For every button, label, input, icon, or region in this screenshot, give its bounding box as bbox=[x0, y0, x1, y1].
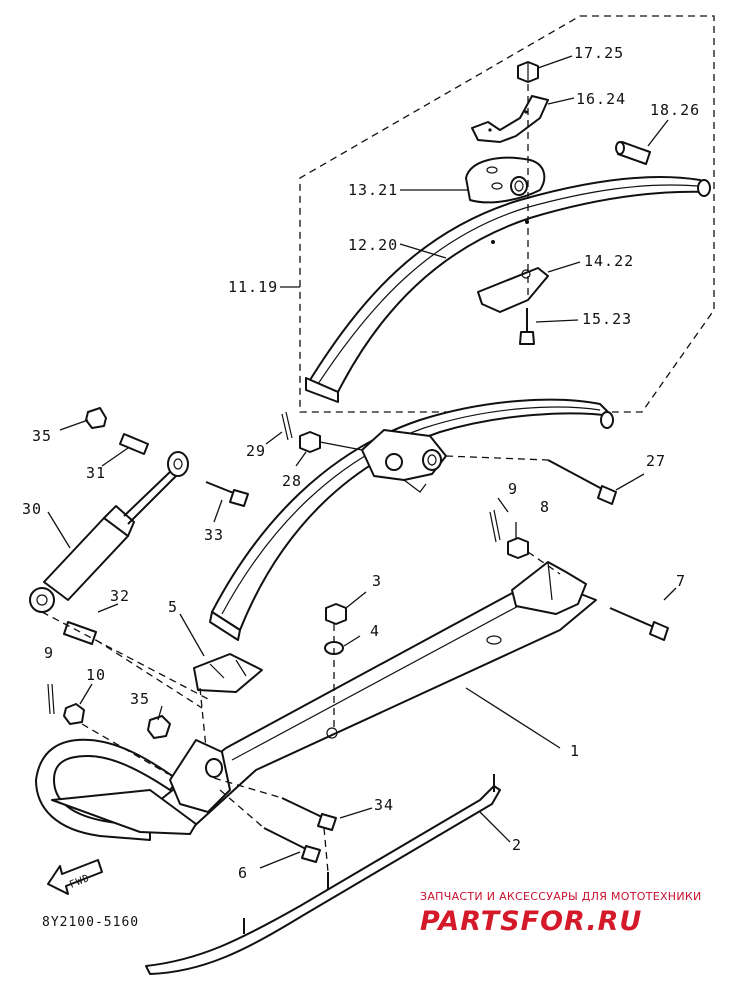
callout-29: 29 bbox=[246, 442, 266, 460]
callout-9-left: 9 bbox=[44, 644, 54, 662]
callout-4: 4 bbox=[370, 622, 380, 640]
main-leaf-spring bbox=[209, 398, 614, 641]
callout-12-20: 12.20 bbox=[348, 236, 398, 254]
drawing-code: 8Y2100-5160 bbox=[42, 915, 139, 930]
bolt-34 bbox=[281, 797, 337, 831]
nut-3 bbox=[325, 603, 347, 625]
callout-2: 2 bbox=[512, 836, 522, 854]
leader-27 bbox=[445, 455, 549, 461]
shock-absorber bbox=[29, 451, 189, 613]
callout-14-22: 14.22 bbox=[584, 252, 634, 270]
bolt-15-23 bbox=[519, 308, 535, 345]
callout-8: 8 bbox=[540, 498, 550, 516]
callout-30: 30 bbox=[22, 500, 42, 518]
bushing-35-upper bbox=[85, 407, 107, 429]
callout-32: 32 bbox=[110, 587, 130, 605]
callout-1: 1 bbox=[570, 742, 580, 760]
callout-13-21: 13.21 bbox=[348, 181, 398, 199]
callout-6: 6 bbox=[238, 864, 248, 882]
callout-17-25: 17.25 bbox=[574, 44, 624, 62]
pin-9-left bbox=[47, 683, 55, 715]
bolt-27 bbox=[547, 459, 617, 505]
callout-35-upper: 35 bbox=[32, 427, 52, 445]
callout-9-right: 9 bbox=[508, 480, 518, 498]
watermark-brand: PARTSFOR.RU bbox=[420, 906, 642, 937]
spring-bracket bbox=[361, 429, 447, 493]
sleeve-32 bbox=[63, 621, 97, 645]
callout-15-23: 15.23 bbox=[582, 310, 632, 328]
nut-35-lower bbox=[147, 715, 171, 739]
callout-18-26: 18.26 bbox=[650, 101, 700, 119]
callout-11-19: 11.19 bbox=[228, 278, 278, 296]
ski-pad bbox=[193, 653, 263, 693]
bolt-6 bbox=[263, 827, 321, 863]
callout-7: 7 bbox=[676, 572, 686, 590]
callout-35-lower: 35 bbox=[130, 690, 150, 708]
callout-3: 3 bbox=[372, 572, 382, 590]
callout-31: 31 bbox=[86, 464, 106, 482]
sleeve-31 bbox=[119, 433, 149, 455]
ski-body bbox=[35, 561, 597, 841]
ski-runner bbox=[145, 774, 501, 975]
cotter-pin-29 bbox=[281, 411, 293, 441]
nut-17-25 bbox=[517, 61, 539, 83]
bolt-7 bbox=[609, 607, 669, 641]
callout-10: 10 bbox=[86, 666, 106, 684]
fwd-arrow: FWD bbox=[47, 859, 103, 895]
nut-8 bbox=[507, 537, 529, 559]
callout-16-24: 16.24 bbox=[576, 90, 626, 108]
lower-plate bbox=[477, 267, 549, 313]
spring-seat bbox=[465, 156, 546, 204]
watermark-tagline: ЗАПЧАСТИ И АКСЕССУАРЫ ДЛЯ МОТОТЕХНИКИ bbox=[420, 890, 702, 903]
subassembly-boundary bbox=[299, 15, 715, 413]
spring-clamp bbox=[471, 95, 549, 143]
bolt-33 bbox=[205, 481, 249, 507]
callout-28: 28 bbox=[282, 472, 302, 490]
callout-34: 34 bbox=[374, 796, 394, 814]
pin-9-right bbox=[489, 509, 501, 543]
nut-28 bbox=[299, 431, 321, 453]
callout-27: 27 bbox=[646, 452, 666, 470]
callout-5: 5 bbox=[168, 598, 178, 616]
sleeve-18-26 bbox=[615, 141, 651, 165]
nut-10 bbox=[63, 703, 85, 725]
callout-33: 33 bbox=[204, 526, 224, 544]
